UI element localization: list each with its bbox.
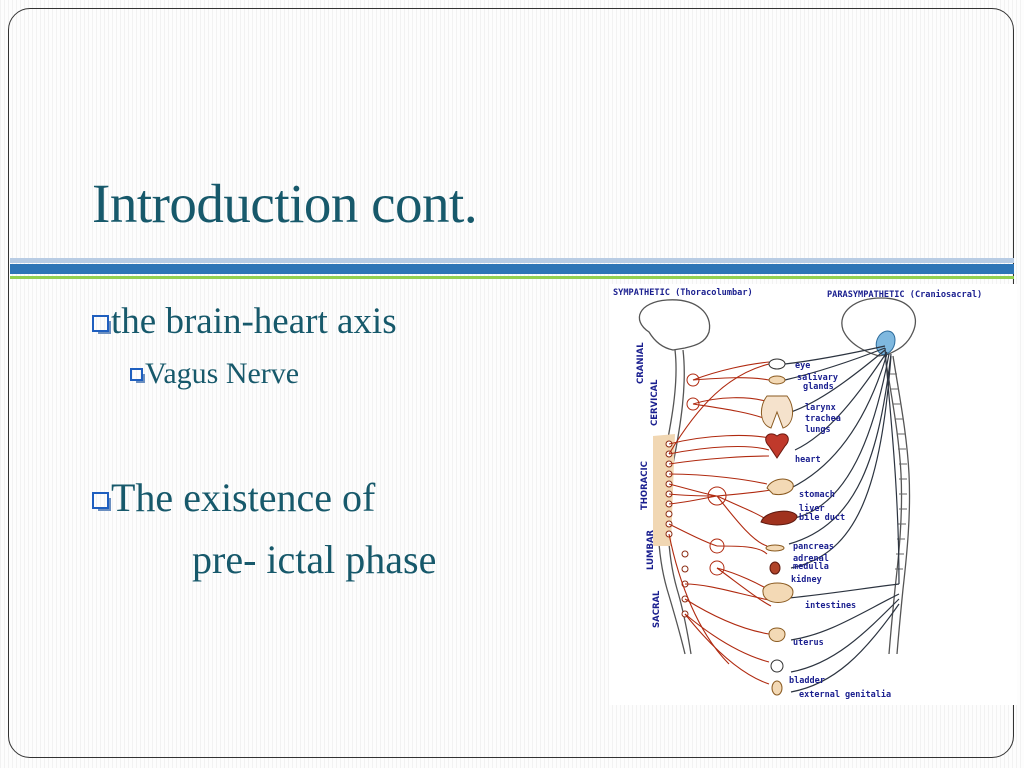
header-band-blue [10,264,1014,274]
nervous-system-svg: SYMPATHETIC (Thoracolumbar) PARASYMPATHE… [613,288,982,700]
bullet-box-icon [130,368,145,383]
bullet-existence: The existence of [92,474,375,521]
sympathetic-fibers [668,361,772,685]
bullet-text: the brain-heart axis [111,301,397,342]
label-glands: glands [803,382,834,392]
header-parasympathetic: PARASYMPATHETIC (Craniosacral) [827,289,982,300]
genitalia-icon [771,680,783,696]
label-salivary: salivary [797,372,838,383]
bullet-brain-heart-axis: the brain-heart axis [92,300,397,343]
label-medulla: medulla [793,562,829,572]
segment-cervical: CERVICAL [650,379,660,426]
segment-thoracic: THORACIC [640,461,650,510]
bullet-text: The existence of [111,475,376,520]
label-external-genitalia: external genitalia [799,689,891,700]
autonomic-nervous-system-diagram: SYMPATHETIC (Thoracolumbar) PARASYMPATHE… [609,284,1017,705]
thoracolumbar-region [653,434,675,546]
label-stomach: stomach [799,490,835,500]
label-uterus: uterus [793,638,824,648]
label-intestines: intestines [805,600,856,611]
label-liver: liver [799,503,825,514]
parasympathetic-fibers [784,345,900,693]
label-pancreas: pancreas [793,542,834,552]
segment-lumbar: LUMBAR [646,529,656,570]
heart-icon [765,433,789,459]
header-band-green [10,276,1014,279]
left-brain-outline [638,299,711,351]
label-lungs: lungs [805,425,831,435]
bullet-vagus-nerve: Vagus Nerve [130,357,299,391]
right-brain-outline [841,297,917,357]
label-eye: eye [795,361,810,371]
kidney-icon [769,561,781,575]
intestines-icon [762,582,794,603]
bullet-text: Vagus Nerve [145,357,300,390]
uterus-icon [768,627,786,642]
bullet-box-icon [92,315,111,334]
label-trachea: trachea [805,414,841,424]
bullet-continuation: pre- ictal phase [192,537,437,582]
bladder-icon [770,659,784,673]
bullet-box-icon [92,492,111,511]
segment-cranial: CRANIAL [636,342,646,384]
right-vertebrae [889,373,907,570]
stomach-icon [766,478,794,495]
label-adrenal: adrenal [793,554,829,564]
label-larynx: larynx [805,403,836,413]
header-band-light [10,258,1014,263]
eye-icon [768,358,786,370]
liver-icon [760,510,798,526]
header-sympathetic: SYMPATHETIC (Thoracolumbar) [613,288,753,298]
pancreas-icon [765,544,785,552]
slide-title: Introduction cont. [92,173,478,234]
label-bladder: bladder [789,676,825,686]
brainstem-nucleus [875,330,896,355]
label-bile-duct: bile duct [799,512,845,523]
segment-sacral: SACRAL [652,590,662,628]
organ-icons [760,358,798,696]
right-spinal-cord [884,355,903,655]
salivary-glands-icon [768,375,786,385]
label-heart: heart [795,455,821,465]
right-spinal-cord-inner [892,355,911,655]
label-kidney: kidney [791,574,822,585]
lungs-icon [761,395,793,429]
